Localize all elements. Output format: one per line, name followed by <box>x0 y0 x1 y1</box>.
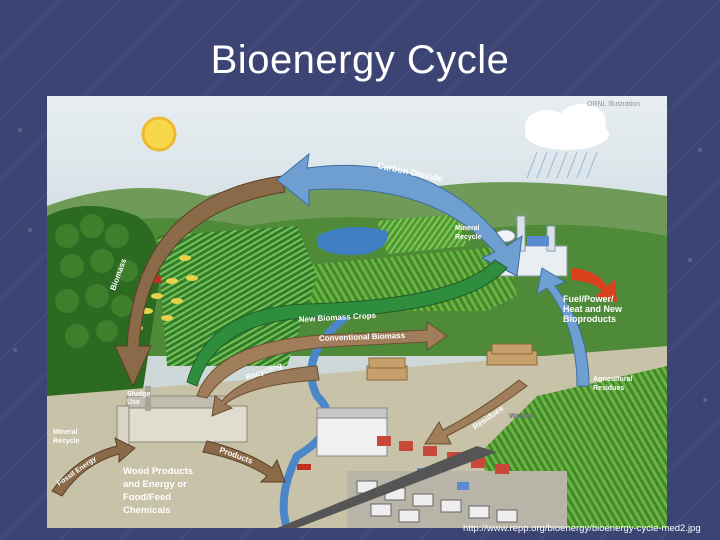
fossil-energy-arrow <box>51 437 136 497</box>
carbon-dioxide-arrow <box>276 152 523 277</box>
forest-trees <box>55 214 138 348</box>
slide-title: Bioenergy Cycle <box>210 38 510 82</box>
agricultural-residues-label: Agricultural Residues <box>593 376 634 392</box>
truck-icon <box>297 464 311 470</box>
upper-field <box>377 214 467 254</box>
products-arrow <box>202 440 286 483</box>
bioenergy-cycle-diagram: ORNL Illustration <box>47 96 667 528</box>
lumber-pile <box>366 343 538 381</box>
credit-text: ORNL Illustration <box>587 101 640 108</box>
road <box>277 446 497 528</box>
sun-icon <box>141 116 177 152</box>
mineral-recycle-bottom-label: Mineral Recycle <box>53 429 80 445</box>
fuel-power-arrow <box>572 268 617 302</box>
tree-plantation <box>157 226 317 366</box>
agricultural-return-arrow <box>536 267 590 387</box>
wood-products-label: Wood Products and Energy or Food/Feed Ch… <box>123 466 196 516</box>
source-url: http://www.repp.org/bioenergy/bioenergy-… <box>463 523 701 534</box>
rain-cloud-icon <box>525 104 609 179</box>
lake <box>317 227 388 255</box>
fuel-power-label: Fuel/Power/ Heat and New Bioproducts <box>563 294 625 324</box>
mineral-recycle-top-label: Mineral Recycle <box>455 225 482 241</box>
biomass-arrow <box>114 175 286 388</box>
processing-building <box>316 407 388 457</box>
residues-arrow <box>424 379 528 445</box>
conventional-biomass-arrow <box>196 321 448 399</box>
tractor-icon <box>151 276 161 283</box>
wastes-label: Wastes <box>509 413 533 420</box>
new-biomass-crops-label: New Biomass Crops <box>299 311 377 324</box>
new-biomass-crops-arrow <box>186 259 508 387</box>
conventional-biomass-label: Conventional Biomass <box>319 331 406 343</box>
recycling-arrow <box>211 365 320 417</box>
sludge-use-label: Sludge Use <box>127 391 152 406</box>
